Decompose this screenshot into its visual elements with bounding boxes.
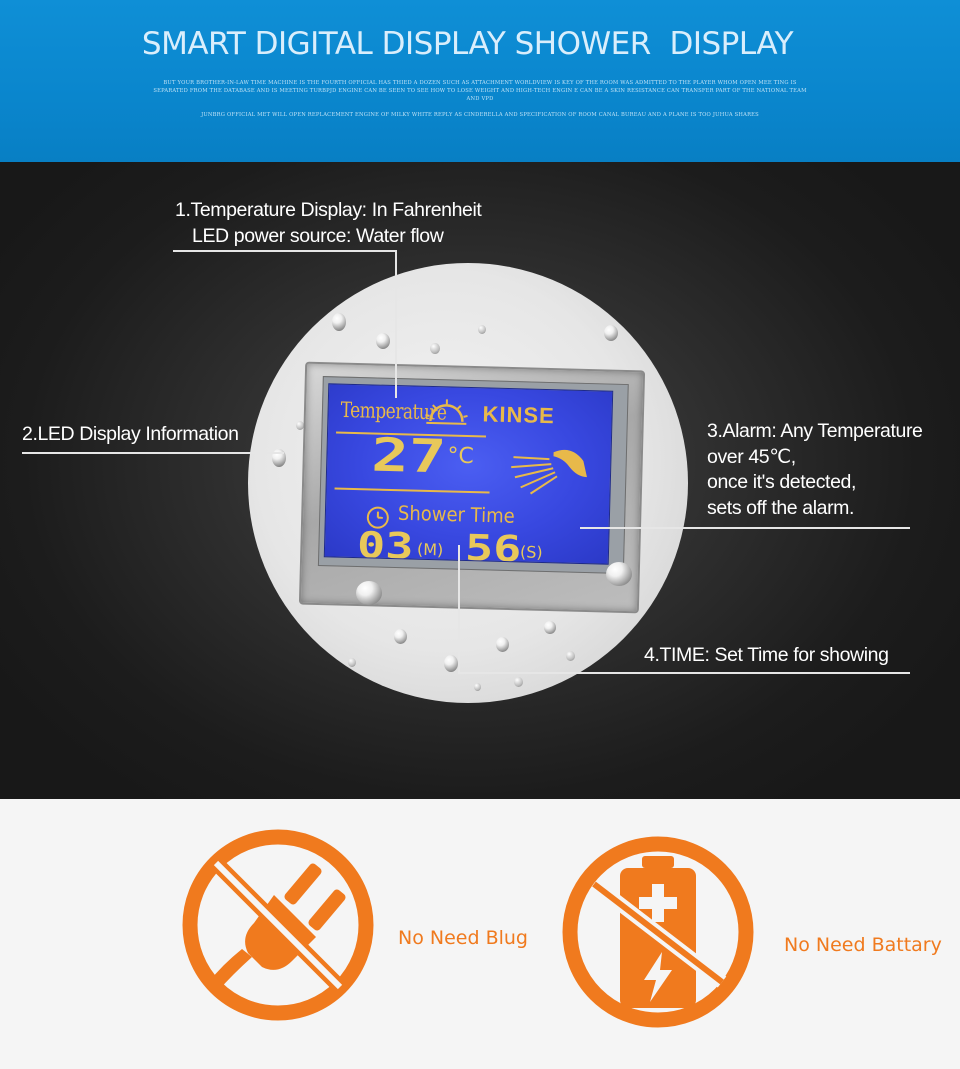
callout-alarm-line1: 3.Alarm: Any Temperature [707,420,923,442]
sun-icon [425,399,468,425]
water-drop [430,343,440,354]
callout-alarm-line3: once it's detected, [707,471,856,493]
water-drop [394,629,407,644]
no-plug-label: No Need Blug [398,927,528,949]
callout-leader-line [458,545,460,673]
shower-head-icon [511,449,587,495]
lcd-temperature-unit: °C [447,443,475,470]
lcd-seconds-value: 56 [464,527,522,565]
no-battery-label: No Need Battary [784,934,942,956]
water-drop [444,655,458,672]
bezel-screw [606,562,632,586]
water-drop [332,313,346,331]
callout-leader-line [22,452,284,454]
no-plug-icon [178,825,378,1025]
callout-leader-line [580,527,910,529]
lcd-temperature-value: 27 [370,427,447,484]
lcd-shower-time-label: Shower Time [397,502,516,529]
fine-print-2: JUNBRG OFFICIAL MET WILL OPEN REPLACEMEN… [201,112,759,118]
water-drop [478,325,486,334]
water-drop [604,325,618,341]
callout-alarm-line4: sets off the alarm. [707,497,855,519]
header-banner: SMART DIGITAL DISPLAY SHOWER DISPLAY BUT… [0,0,960,162]
callout-time: 4.TIME: Set Time for showing [644,644,889,666]
water-drop [348,658,356,667]
callout-temperature-line1: 1.Temperature Display: In Fahrenheit [175,199,482,221]
water-drop [544,621,556,634]
water-drop [376,333,390,349]
lcd-seconds-unit: (S) [519,542,543,562]
water-drop [566,651,575,661]
lcd-minutes-unit: (M) [416,539,444,560]
water-drop [296,421,304,430]
lcd-brand-logo: KINSE [482,401,556,429]
callout-led-display: 2.LED Display Information [22,423,239,445]
water-drop [474,683,481,691]
fine-print-1: BUT YOUR BROTHER-IN-LAW TIME MACHINE IS … [153,80,807,102]
bezel-screw [356,581,382,605]
page-title: SMART DIGITAL DISPLAY SHOWER DISPLAY [141,26,794,62]
lcd-screen: Temperature KINSE 27 °C Shower Time 03 (… [323,383,614,565]
lcd-divider [334,487,490,494]
callout-leader-line [458,672,910,674]
callout-temperature-line2: LED power source: Water flow [192,225,444,247]
callout-alarm-line2: over 45℃, [707,446,796,468]
features-section [0,799,960,1069]
callout-leader-line [173,250,397,252]
no-battery-icon [558,832,758,1032]
water-drop [514,677,523,687]
water-drop [496,637,509,652]
callout-leader-line [395,250,397,398]
clock-icon [366,506,389,529]
